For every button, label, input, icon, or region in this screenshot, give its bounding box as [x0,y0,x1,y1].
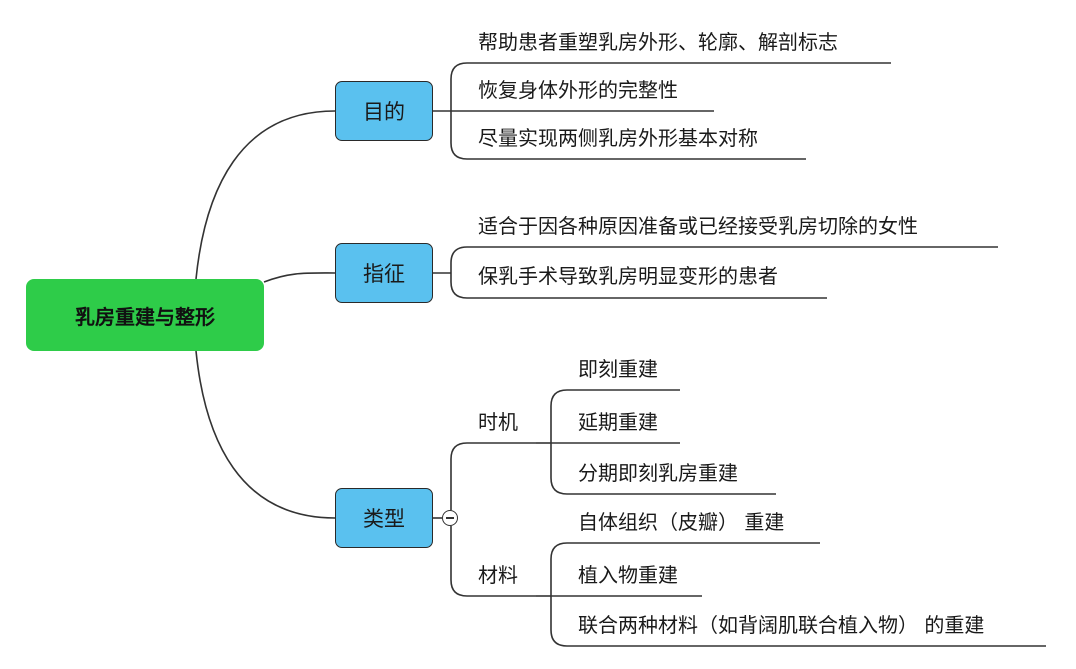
collapse-toggle-icon[interactable] [442,510,458,526]
purpose-item-1[interactable]: 帮助患者重塑乳房外形、轮廓、解剖标志 [478,30,838,54]
subtopic-material[interactable]: 材料 [478,563,518,587]
root-topic[interactable]: 乳房重建与整形 [26,279,264,351]
material-item-2[interactable]: 植入物重建 [578,563,678,587]
branch-purpose[interactable]: 目的 [335,81,433,141]
timing-item-1[interactable]: 即刻重建 [578,357,658,381]
branch-purpose-label: 目的 [363,100,405,124]
branch-type-label: 类型 [363,507,405,531]
timing-item-2[interactable]: 延期重建 [578,410,658,434]
indication-item-1[interactable]: 适合于因各种原因准备或已经接受乳房切除的女性 [478,214,918,238]
branch-indication[interactable]: 指征 [335,243,433,303]
indication-item-2[interactable]: 保乳手术导致乳房明显变形的患者 [478,264,778,288]
link-root-indication [263,272,336,283]
branch-indication-label: 指征 [363,262,405,286]
link-root-purpose [195,110,336,280]
root-topic-label: 乳房重建与整形 [75,304,215,329]
timing-item-3[interactable]: 分期即刻乳房重建 [578,461,738,485]
purpose-item-3[interactable]: 尽量实现两侧乳房外形基本对称 [478,126,758,150]
material-item-1[interactable]: 自体组织（皮瓣） 重建 [578,510,785,534]
branch-type[interactable]: 类型 [335,488,433,548]
purpose-item-2[interactable]: 恢复身体外形的完整性 [478,78,678,102]
link-root-type [195,350,336,519]
material-item-3[interactable]: 联合两种材料（如背阔肌联合植入物） 的重建 [578,613,985,637]
subtopic-timing[interactable]: 时机 [478,410,518,434]
